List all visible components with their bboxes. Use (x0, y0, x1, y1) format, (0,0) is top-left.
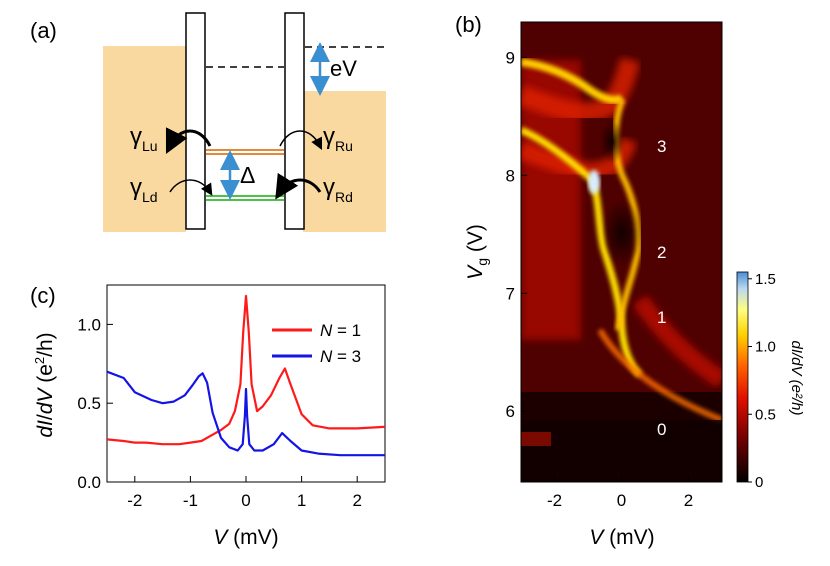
region-labels: 0 1 2 3 (657, 137, 666, 439)
series-line-2 (106, 370, 385, 457)
map-x-tick-label: -2 (547, 491, 562, 510)
chart-y-tick-label: 1.0 (77, 315, 101, 334)
left-barrier (185, 12, 206, 230)
color-map (521, 22, 722, 482)
chart-x-tick-label: -1 (183, 491, 198, 510)
region-label-0: 0 (657, 420, 666, 439)
diamond-3 (600, 120, 624, 164)
map-hotspot (588, 170, 600, 194)
chart-legend: N = 1 N = 3 (272, 321, 361, 366)
chart-ylabel: dI/dV (e2/h) (32, 332, 57, 437)
ridge-orange-low (597, 328, 722, 423)
series-line-1 (106, 294, 386, 446)
chart-y-tick-label: 0.5 (77, 394, 101, 413)
ev-label: eV (330, 56, 357, 81)
arrow-rd (275, 172, 322, 200)
ridge-red-1 (521, 57, 640, 123)
chart-frame (106, 284, 386, 483)
legend-label: N = 1 (320, 321, 361, 340)
colorbar-tick-label: 1.5 (755, 271, 776, 288)
region-label-2: 2 (657, 243, 666, 262)
map-y-tick-label: 7 (506, 284, 515, 303)
ridge-yellow-mid (521, 126, 643, 378)
chart-x-tick-label: 0 (241, 491, 250, 510)
right-lead (303, 91, 386, 232)
right-barrier (284, 12, 305, 230)
arrow-ld (169, 179, 213, 196)
panel-c: (c) -2 -1 0 1 2 0.0 0.5 1.0 N = 1 N = 3 V (mV) d… (30, 283, 386, 549)
colorbar-tick-label: 1.0 (755, 339, 776, 356)
arrow-ru (279, 130, 323, 151)
map-y-tick-label: 9 (506, 48, 515, 67)
colorbar (736, 271, 749, 483)
region-label-3: 3 (657, 137, 666, 156)
panel-a-label: (a) (30, 18, 57, 43)
chart-x-tick-label: -2 (127, 491, 142, 510)
map-noise-band (521, 432, 551, 446)
chart-axes: -2 -1 0 1 2 0.0 0.5 1.0 (77, 315, 362, 510)
colorbar-label: dI/dV (e²/h) (788, 340, 805, 415)
chart-lines (106, 294, 386, 457)
diamond-2 (602, 199, 642, 267)
colorbar-ticks: 0 0.5 1.0 1.5 (748, 271, 776, 491)
chart-x-tick-label: 2 (352, 491, 361, 510)
arrow-lu (165, 127, 212, 155)
panel-a: (a) eV Δ γLu γRu γLd γRd (30, 12, 386, 232)
map-x-tick-label: 2 (684, 491, 693, 510)
legend-label: N = 3 (320, 347, 361, 366)
panel-c-label: (c) (30, 283, 56, 308)
region-label-1: 1 (657, 308, 666, 327)
gamma-ld: γLd (130, 174, 158, 205)
map-axes: -2 0 2 6 7 8 9 (506, 48, 694, 510)
map-xlabel: V (mV) (589, 526, 654, 549)
chart-x-tick-label: 1 (297, 491, 306, 510)
colorbar-tick-label: 0 (755, 474, 763, 491)
chart-xlabel: V (mV) (213, 526, 278, 549)
ridge-yellow-top (521, 58, 624, 104)
map-x-tick-label: 0 (617, 491, 626, 510)
panel-b-label: (b) (455, 12, 482, 37)
map-dark-bottom (521, 420, 722, 482)
gamma-ru: γRu (323, 123, 353, 154)
ridge-red-3 (632, 294, 722, 388)
map-ylabel: Vg (V) (464, 224, 490, 280)
map-y-tick-label: 8 (506, 166, 515, 185)
delta-label: Δ (240, 162, 255, 188)
chart-y-tick-label: 0.0 (77, 473, 101, 492)
gamma-lu: γLu (130, 123, 158, 154)
map-y-tick-label: 6 (506, 402, 515, 421)
colorbar-tick-label: 0.5 (755, 406, 776, 423)
gamma-rd: γRd (323, 174, 353, 205)
